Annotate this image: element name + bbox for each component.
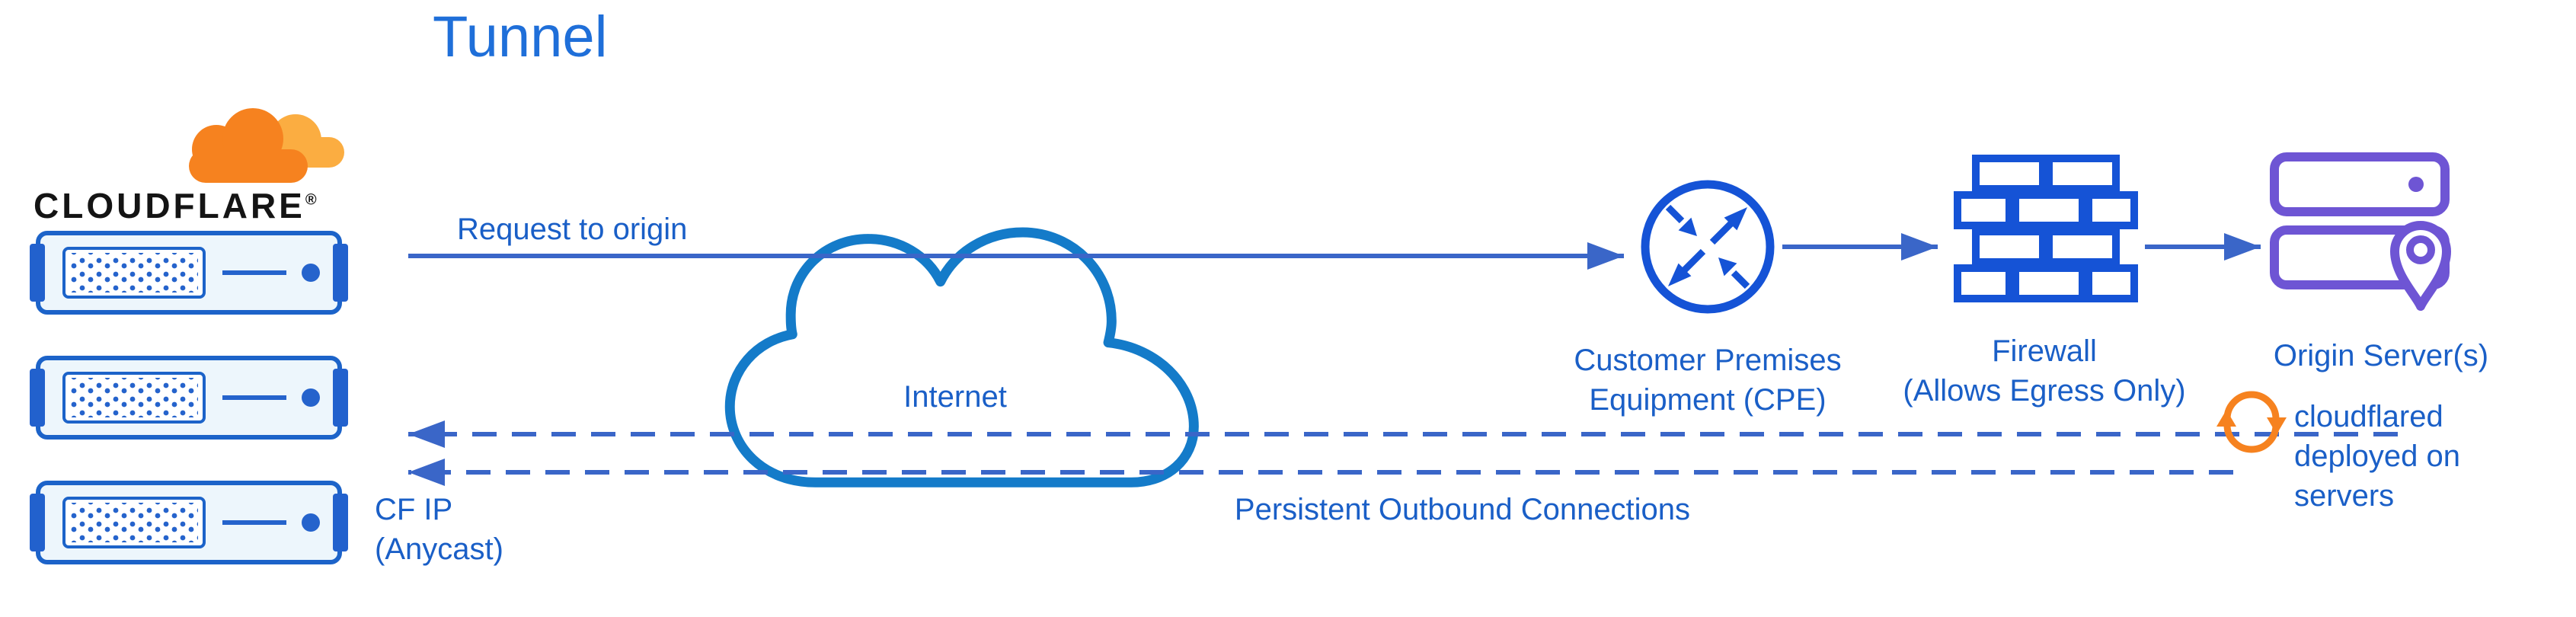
cloudflare-logo-cloud-icon bbox=[189, 108, 344, 183]
cpe-label: Customer Premises Equipment (CPE) bbox=[1574, 344, 1842, 417]
cloudflare-edge-server-icon bbox=[30, 481, 348, 564]
cloudflared-label: cloudflared deployed on servers bbox=[2294, 401, 2460, 513]
persistent-outbound-label: Persistent Outbound Connections bbox=[1234, 494, 1691, 527]
logo-cloud-dark bbox=[189, 108, 308, 183]
firewall-label-line1: Firewall bbox=[1992, 335, 2097, 369]
cloudflare-wordmark-text: CLOUDFLARE bbox=[34, 186, 305, 225]
internet-label: Internet bbox=[903, 381, 1007, 414]
internet-cloud-icon bbox=[724, 227, 1199, 488]
origin-server-label: Origin Server(s) bbox=[2273, 340, 2489, 373]
firewall-label-line2: (Allows Egress Only) bbox=[1903, 375, 2186, 408]
origin-server-icon bbox=[2270, 152, 2451, 311]
page-title: Tunnel bbox=[433, 6, 608, 70]
cpe-router-icon bbox=[1641, 180, 1775, 314]
cloudflare-edge-server-icon bbox=[30, 231, 348, 315]
location-pin-icon bbox=[2390, 221, 2451, 311]
cloudflare-edge-server-icon bbox=[30, 356, 348, 440]
registered-mark: ® bbox=[305, 192, 317, 209]
cloudflared-sync-icon bbox=[2216, 391, 2287, 453]
request-to-origin-label: Request to origin bbox=[457, 213, 688, 247]
firewall-label: Firewall (Allows Egress Only) bbox=[1869, 332, 2220, 411]
cf-ip-anycast-label: CF IP (Anycast) bbox=[375, 494, 503, 567]
cloudflare-wordmark: CLOUDFLARE® bbox=[34, 186, 317, 227]
firewall-icon bbox=[1954, 155, 2138, 302]
